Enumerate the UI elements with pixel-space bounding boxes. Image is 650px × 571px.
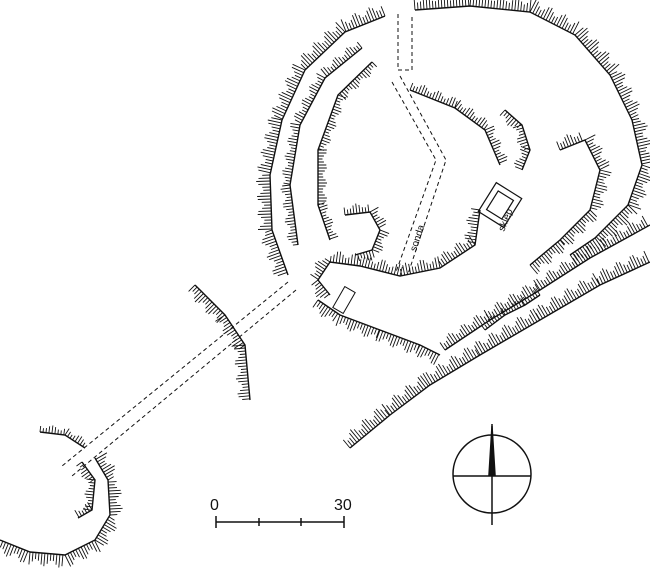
compass-rose-icon	[452, 424, 532, 525]
inner-enclosure-north	[409, 82, 508, 166]
crossing-ridge	[188, 284, 251, 401]
cellar-outline	[477, 181, 523, 229]
trench-outline	[391, 75, 447, 275]
scale-start-label: 0	[210, 497, 219, 514]
cellar-label: sklep	[497, 207, 516, 233]
south-slope-lower	[342, 250, 650, 449]
south-slope-upper	[439, 215, 650, 351]
scale-bar	[215, 516, 345, 528]
east-rampart	[529, 132, 612, 275]
inner-knoll-east	[499, 109, 531, 171]
inner-rampart-west-a	[280, 41, 363, 246]
lower-lobe	[312, 299, 441, 365]
southwest-rampart	[0, 452, 123, 568]
small-building	[332, 285, 356, 315]
inner-enclosure-south	[310, 208, 481, 299]
gate-passage	[397, 14, 413, 71]
trench-label: sonda	[408, 223, 427, 253]
scale-end-label: 30	[334, 497, 352, 514]
access-road	[61, 281, 297, 477]
outer-rampart-east	[413, 0, 650, 266]
small-ridge	[481, 288, 541, 331]
inner-knoll-west	[343, 203, 390, 262]
outer-rampart-west	[256, 6, 386, 277]
southwest-inner	[74, 461, 96, 519]
southwest-knoll	[39, 425, 86, 449]
inner-rampart-west-b	[317, 61, 378, 241]
